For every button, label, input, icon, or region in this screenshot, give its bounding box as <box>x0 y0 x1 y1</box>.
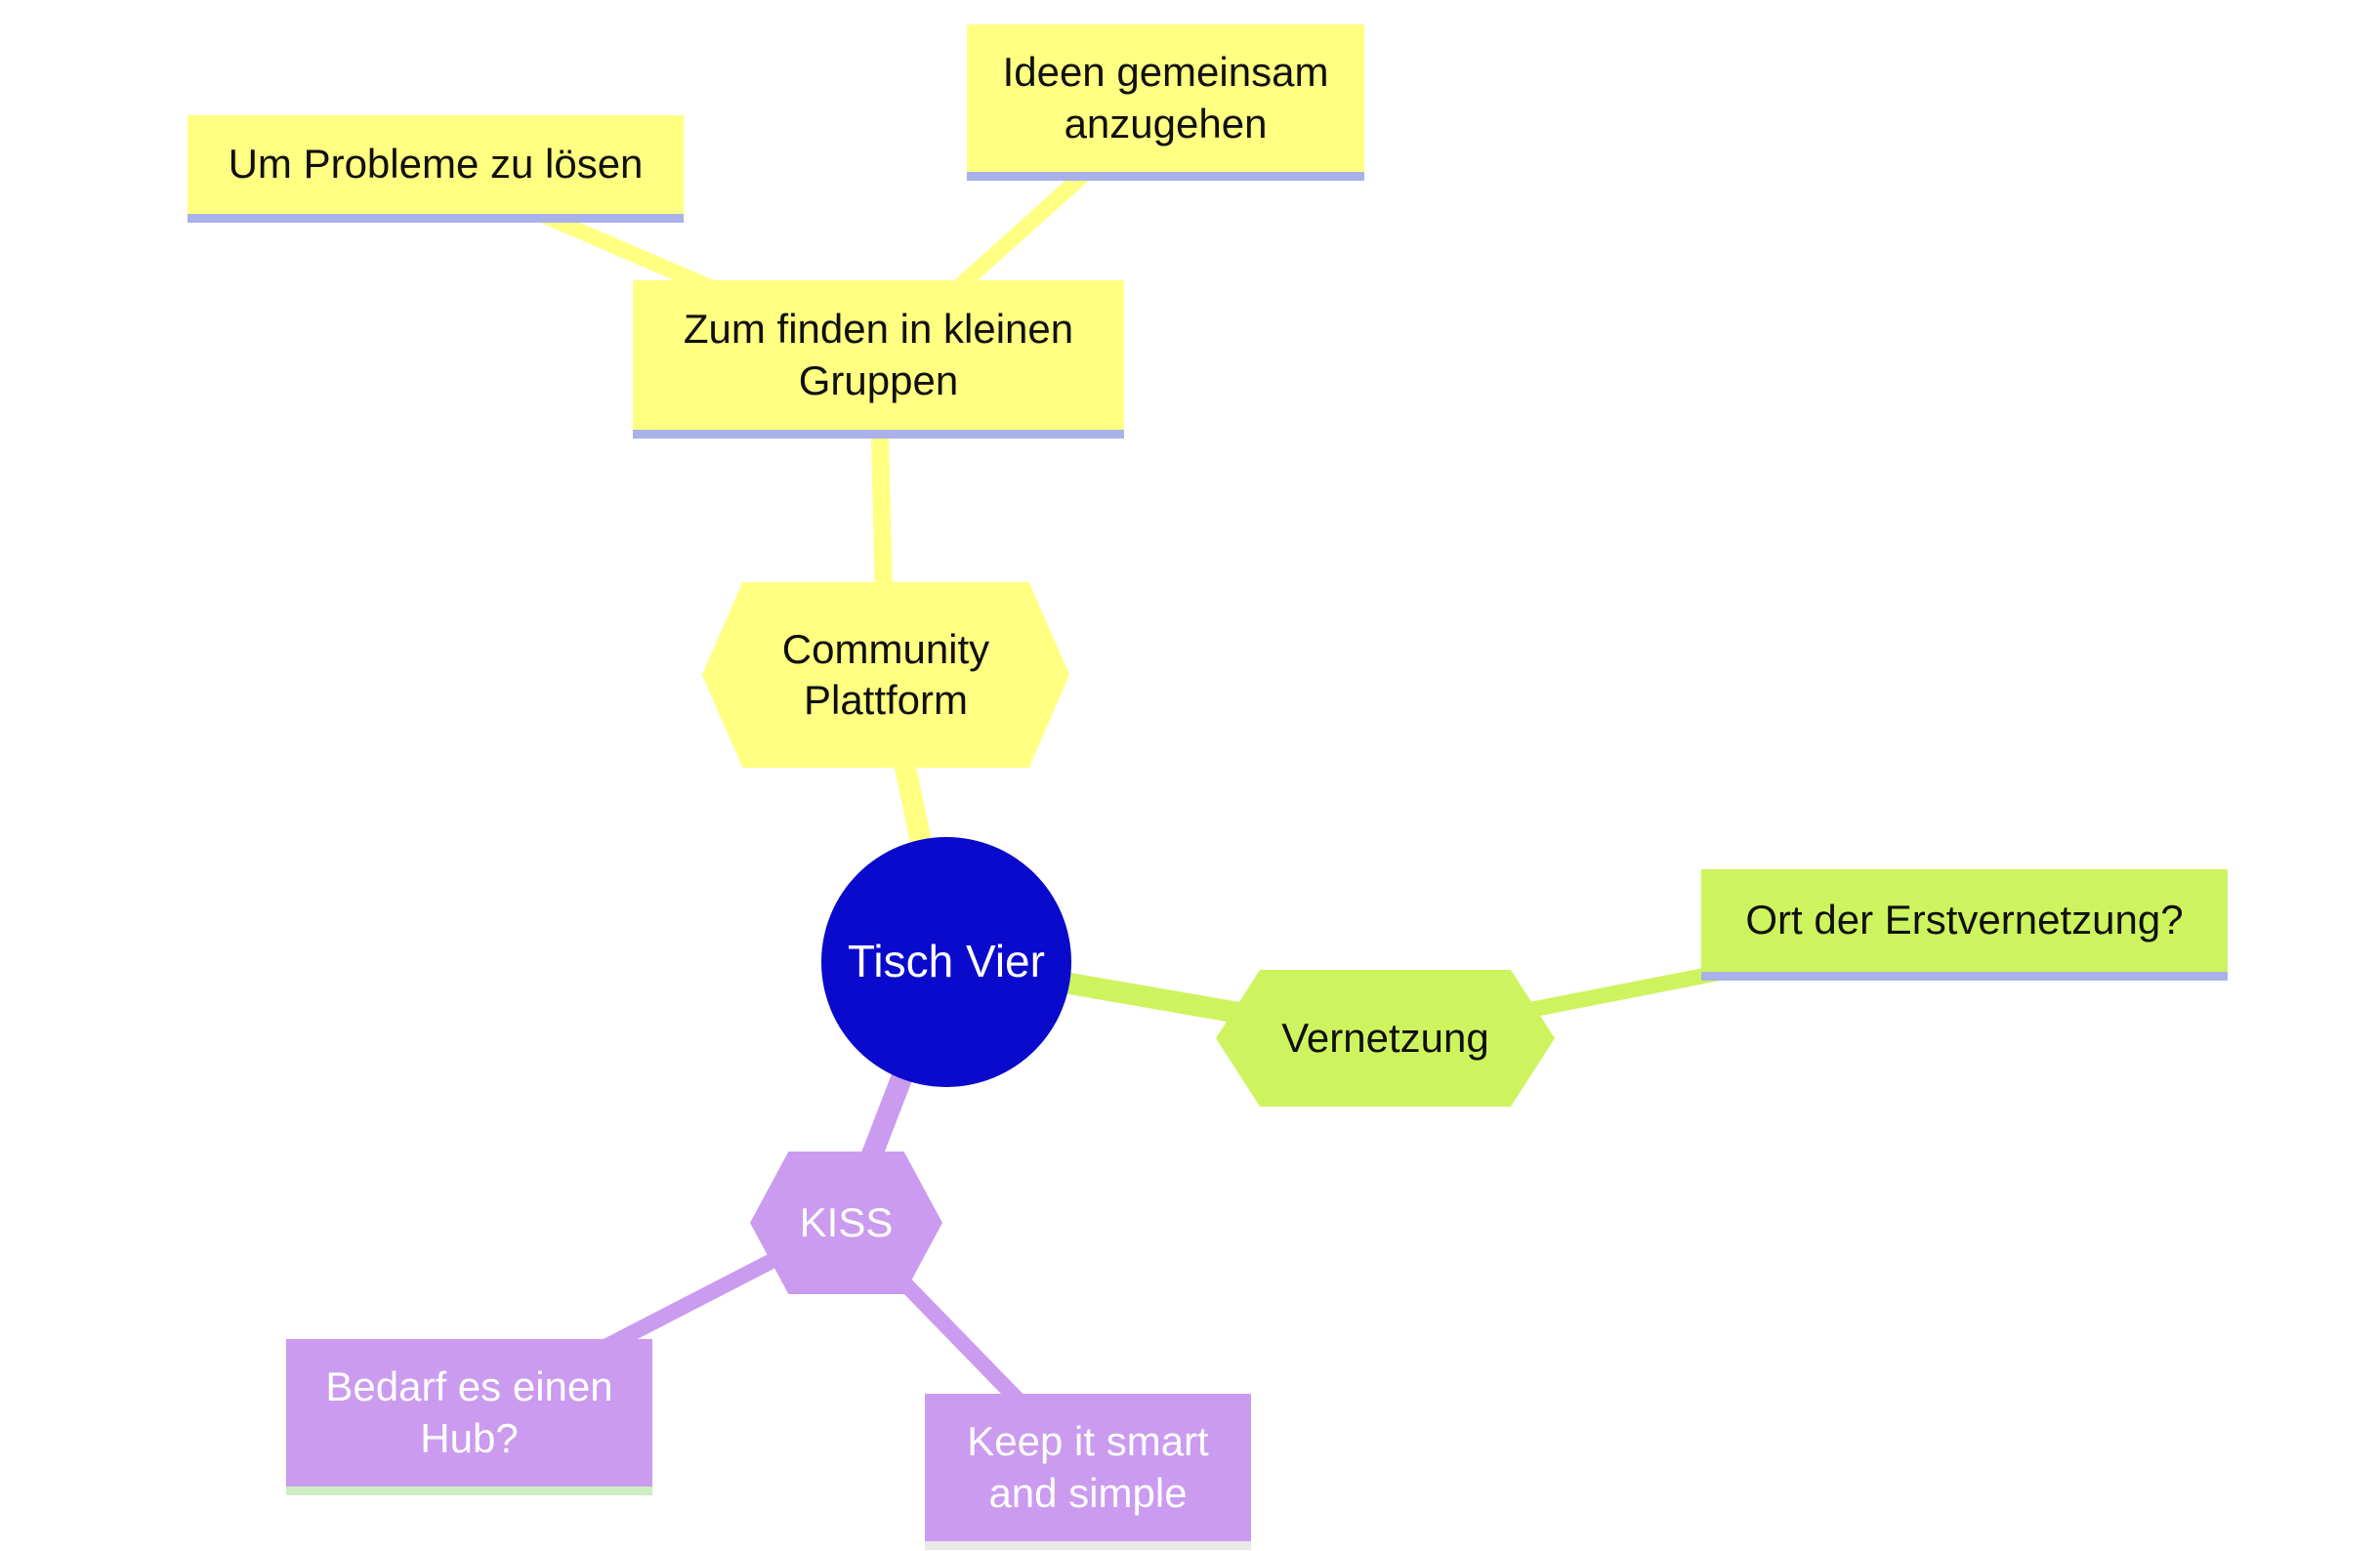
root-node-tisch-vier[interactable]: Tisch Vier <box>821 837 1071 1087</box>
node-bedarf-es-einen-hub[interactable]: Bedarf es einen Hub? <box>286 1339 652 1495</box>
node-vernetzung[interactable]: Vernetzung <box>1216 970 1555 1107</box>
node-community-plattform[interactable]: Community Plattform <box>702 582 1069 768</box>
node-um-probleme-zu-loesen[interactable]: Um Probleme zu lösen <box>188 115 684 223</box>
node-kiss[interactable]: KISS <box>750 1152 942 1294</box>
node-zum-finden-in-kleinen-gruppen[interactable]: Zum finden in kleinen Gruppen <box>633 280 1124 439</box>
node-ideen-gemeinsam-anzugehen[interactable]: Ideen gemeinsam anzugehen <box>967 24 1364 181</box>
node-keep-it-smart-and-simple[interactable]: Keep it smart and simple <box>925 1394 1251 1550</box>
node-ort-der-erstvernetzung[interactable]: Ort der Erstvernetzung? <box>1701 869 2228 981</box>
